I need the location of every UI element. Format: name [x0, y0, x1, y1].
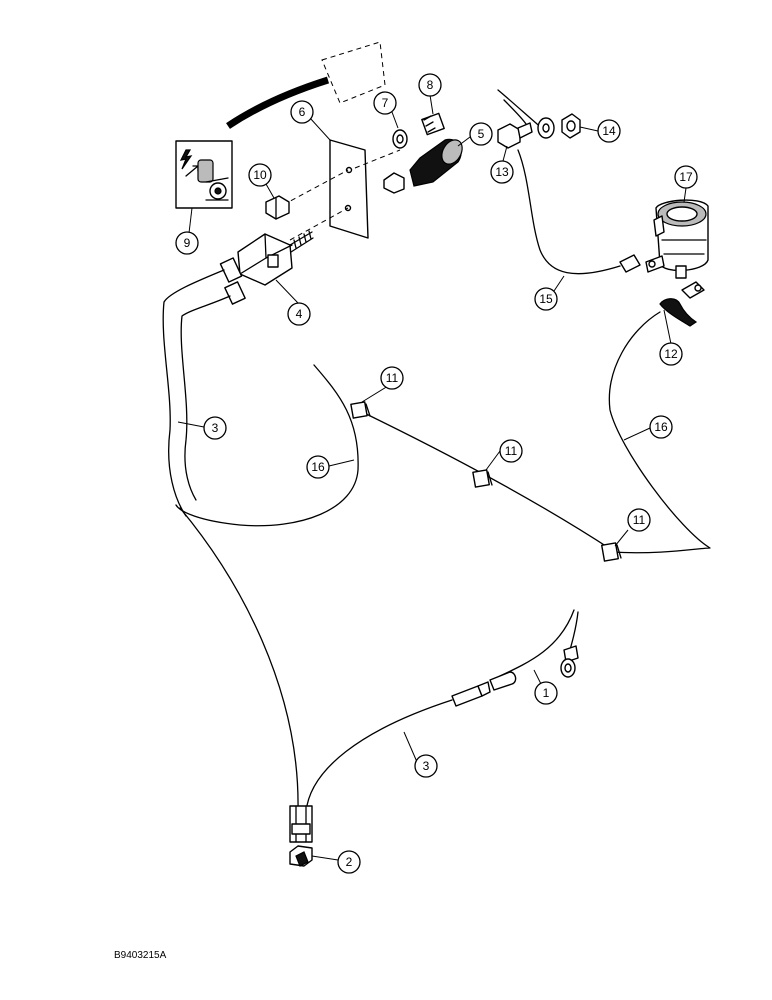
nut-part-10	[265, 195, 290, 220]
svg-text:4: 4	[296, 307, 303, 321]
svg-text:11: 11	[505, 444, 518, 458]
harness-16-left-loop	[175, 364, 359, 527]
clip-part-11-a	[350, 401, 371, 419]
harness-3-wire-a	[162, 269, 225, 517]
harness-3-wire-b	[180, 295, 231, 501]
svg-text:12: 12	[664, 347, 678, 361]
svg-text:17: 17	[679, 170, 693, 184]
ground-strap-part-12	[659, 281, 705, 327]
leader-11a	[361, 385, 389, 403]
svg-text:14: 14	[602, 124, 616, 138]
harness-15-wire	[517, 149, 621, 275]
inline-connector	[451, 671, 517, 707]
leader-13	[502, 145, 508, 162]
ring-terminal-part-1	[560, 645, 579, 678]
screw-part-13	[497, 122, 533, 149]
leader-16b	[623, 427, 651, 441]
clip-part-11-b	[472, 469, 493, 488]
assembly-line-2	[289, 207, 349, 241]
svg-text:11: 11	[633, 513, 646, 527]
leader-3b	[403, 731, 418, 763]
leader-2	[311, 855, 339, 861]
leader-6	[309, 117, 331, 141]
callout-12: 12	[659, 342, 683, 366]
harness-15-terminal	[619, 254, 641, 273]
leader-9	[188, 207, 193, 234]
grommet-part-5	[383, 138, 463, 194]
svg-text:9: 9	[184, 236, 191, 250]
svg-text:8: 8	[427, 78, 434, 92]
leader-3a	[177, 421, 205, 428]
svg-text:3: 3	[423, 759, 430, 773]
assembly-line-1	[282, 169, 349, 206]
callout-14: 14	[597, 119, 621, 143]
callout-5: 5	[469, 122, 493, 146]
harness-16-main-run	[357, 409, 613, 551]
decal-part-9	[175, 140, 233, 209]
svg-text:16: 16	[654, 420, 668, 434]
svg-text:15: 15	[539, 292, 553, 306]
callout-11-c: 11	[627, 508, 651, 532]
power-socket-part-17	[645, 199, 709, 279]
callout-9: 9	[175, 231, 199, 255]
callout-10: 10	[248, 163, 272, 187]
leader-4	[275, 279, 299, 304]
callout-11-a: 11	[380, 366, 404, 390]
harness-15-upper-wire	[497, 89, 545, 131]
svg-text:7: 7	[382, 96, 389, 110]
harness-15-upper-wire-2	[503, 99, 527, 125]
leader-14	[579, 126, 599, 132]
svg-text:11: 11	[386, 371, 399, 385]
svg-text:2: 2	[346, 855, 353, 869]
callout-15: 15	[534, 287, 558, 311]
leader-15	[553, 275, 565, 292]
mounting-plate-part-6	[329, 139, 369, 239]
svg-text:1: 1	[543, 686, 550, 700]
callout-16-right: 16	[649, 415, 673, 439]
callout-6: 6	[290, 100, 314, 124]
harness-3-lower-run-2	[305, 699, 453, 813]
leader-12	[663, 309, 672, 345]
main-harness-arc	[226, 76, 330, 129]
clip-part-11-c	[601, 542, 622, 562]
leader-7	[391, 111, 399, 129]
switch-threaded-stem	[289, 230, 314, 253]
svg-text:5: 5	[478, 127, 485, 141]
switch-part-4	[219, 230, 314, 305]
fuse-part-2	[289, 845, 313, 867]
leader-11b	[485, 450, 501, 471]
leader-10	[265, 183, 275, 199]
harness-3-lower-run	[179, 507, 299, 811]
callout-2: 2	[337, 850, 361, 874]
leader-11c	[614, 529, 629, 547]
callout-4: 4	[287, 302, 311, 326]
callout-3-lower: 3	[414, 754, 438, 778]
svg-text:10: 10	[253, 168, 267, 182]
callout-17: 17	[674, 165, 698, 189]
bolt-part-8	[421, 112, 445, 136]
leader-5	[457, 136, 471, 147]
callout-7: 7	[373, 91, 397, 115]
leader-8	[429, 94, 434, 115]
svg-text:3: 3	[212, 421, 219, 435]
phantom-panel-outline	[321, 41, 386, 104]
callout-11-b: 11	[499, 439, 523, 463]
callout-8: 8	[418, 73, 442, 97]
ring-terminal-part-14	[537, 113, 581, 139]
svg-text:16: 16	[311, 460, 325, 474]
harness-16-right-loop	[608, 311, 711, 554]
leader-16a	[328, 459, 355, 467]
figure-code: B9403215A	[114, 950, 167, 961]
callout-16-left: 16	[306, 455, 330, 479]
assembly-line-3	[354, 149, 401, 169]
washer-part-7	[392, 129, 408, 149]
fuse-holder	[289, 805, 313, 843]
svg-text:13: 13	[495, 165, 509, 179]
callout-13: 13	[490, 160, 514, 184]
callout-3-upper: 3	[203, 416, 227, 440]
leader-17	[683, 187, 687, 203]
svg-text:6: 6	[299, 105, 306, 119]
callout-1: 1	[534, 681, 558, 705]
